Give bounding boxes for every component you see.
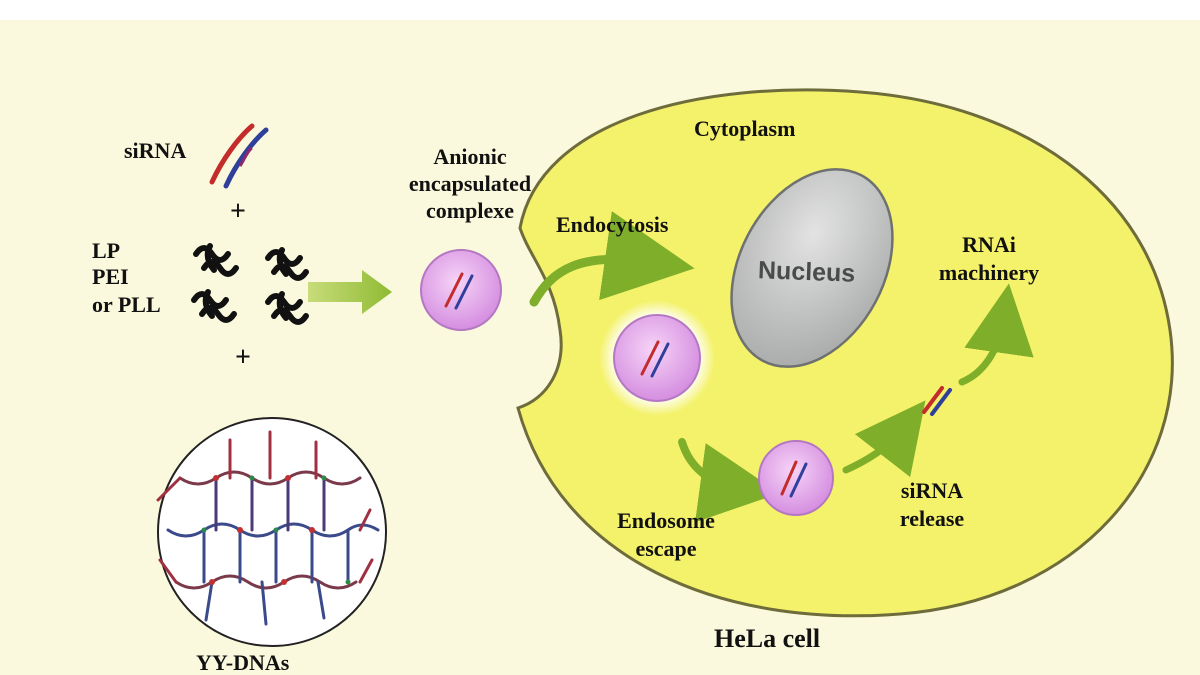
formation-arrow bbox=[308, 270, 392, 314]
polymer-label-or-pll: or PLL bbox=[92, 292, 161, 317]
endosome-label-line1: Endosome bbox=[617, 508, 715, 533]
complex-vesicle bbox=[420, 249, 502, 331]
sirna-icon bbox=[209, 123, 269, 189]
release-vesicle bbox=[758, 440, 834, 516]
hela-cell-label: HeLa cell bbox=[714, 624, 821, 653]
sirna-release-label-line2: release bbox=[899, 506, 965, 531]
plus-sign-2: + bbox=[235, 342, 251, 373]
endocytosis-arrow bbox=[529, 211, 695, 307]
nucleus-label: Nucleus bbox=[757, 256, 856, 288]
complex-label-line2: encapsulated bbox=[408, 171, 532, 196]
rnai-arrow bbox=[958, 283, 1034, 386]
polymer-label-lp: LP bbox=[92, 238, 121, 263]
cytoplasm-label: Cytoplasm bbox=[694, 116, 796, 141]
rnai-label-line2: machinery bbox=[938, 260, 1040, 285]
plus-sign-1: + bbox=[230, 196, 246, 227]
yy-dna-label: YY-DNAs bbox=[196, 650, 290, 675]
yy-dna-network bbox=[156, 417, 387, 647]
sirna-release-arrow bbox=[842, 400, 926, 478]
free-sirna-icon bbox=[922, 386, 952, 416]
polymer-label-pei: PEI bbox=[92, 264, 129, 289]
endosome bbox=[599, 300, 715, 416]
endosome-escape-arrow bbox=[678, 438, 780, 523]
nucleus bbox=[730, 168, 894, 368]
sirna-label: siRNA bbox=[124, 138, 187, 163]
complex-label-line1: Anionic bbox=[433, 144, 507, 169]
endosome-label-line2: escape bbox=[635, 536, 697, 561]
rnai-label-line1: RNAi bbox=[962, 232, 1016, 257]
endocytosis-label: Endocytosis bbox=[556, 212, 669, 237]
sirna-release-label-line1: siRNA bbox=[900, 478, 964, 503]
polymer-coils-icon bbox=[191, 243, 309, 325]
complex-label-line3: complexe bbox=[426, 198, 514, 223]
